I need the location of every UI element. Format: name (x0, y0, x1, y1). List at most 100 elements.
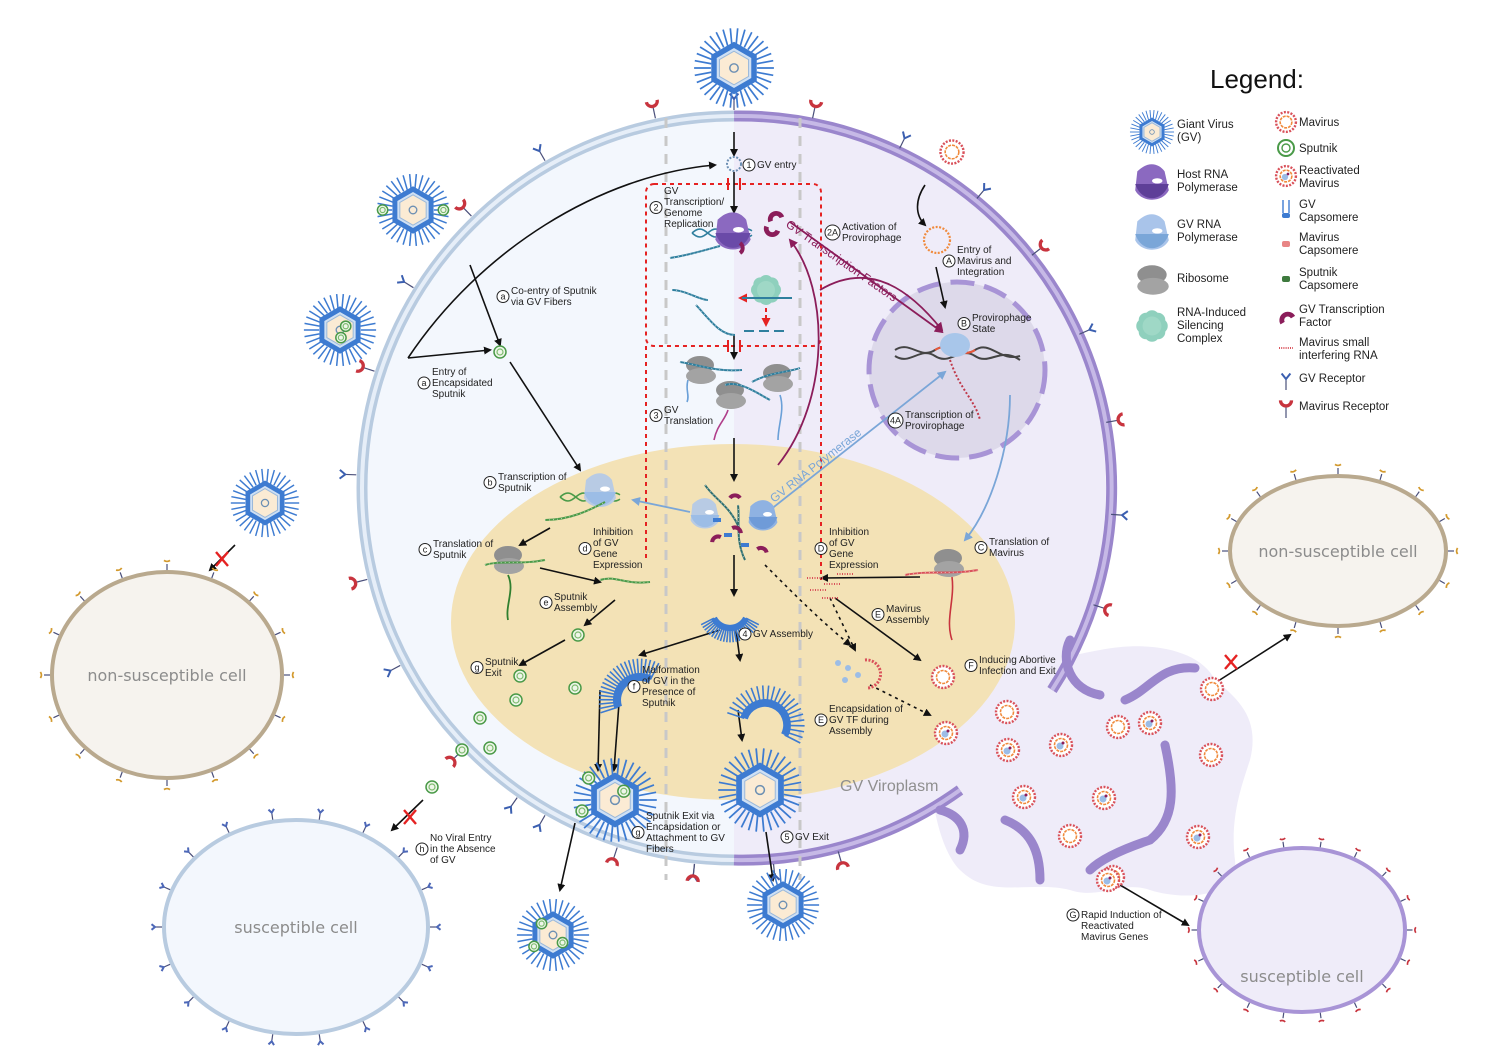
mavirus-receptor-icon (209, 771, 218, 782)
step-text: via GV Fibers (511, 297, 572, 308)
legend-item: Sputnik (1278, 140, 1338, 156)
step-text: in the Absence (430, 844, 496, 855)
step-text: Sputnik (485, 657, 519, 668)
step-text: Inhibition (593, 527, 633, 538)
mavirus-receptor-icon (1218, 548, 1228, 554)
step-text: GV Exit (795, 832, 829, 843)
step-marker-text: 3 (653, 411, 658, 421)
cell-label: non-susceptible cell (87, 666, 246, 685)
step-text: Assembly (829, 726, 872, 737)
sputnik-icon (474, 712, 486, 724)
sputnik-icon (510, 694, 522, 706)
mavirus-icon (1059, 825, 1081, 847)
mavirus-icon (1107, 716, 1129, 738)
gv-receptor-icon (533, 144, 549, 163)
giant-virus-icon (377, 174, 449, 246)
step-text: Co-entry of Sputnik (511, 286, 598, 297)
gv-receptor-icon (384, 662, 403, 678)
legend-item-label: Sputnik (1299, 267, 1338, 279)
step-text: Mavirus Genes (1081, 932, 1148, 943)
mavirus-receptor-icon (1290, 470, 1298, 481)
step-marker-text: a (421, 378, 426, 388)
sputnik-icon (494, 346, 506, 358)
gv-receptor-icon (316, 1034, 323, 1045)
risc-icon (751, 275, 781, 305)
step-text: Infection and Exit (979, 666, 1056, 677)
step-text: GV (664, 186, 679, 197)
legend-item: Giant Virus(GV) (1130, 110, 1234, 154)
ribosome-icon (686, 356, 716, 384)
mavirus-receptor-icon (1281, 400, 1292, 418)
step-text: Mavirus (886, 604, 921, 615)
step-marker-text: G (1069, 910, 1076, 920)
mavirus-receptor-icon (1335, 628, 1341, 638)
legend-item-label: RNA-Induced (1177, 307, 1246, 319)
gv-transcription-factor-icon (1280, 312, 1293, 323)
gv-receptor-icon (316, 809, 323, 820)
legend-item-label: Ribosome (1177, 273, 1229, 285)
gv-receptor-icon (222, 822, 232, 834)
ribosome-icon (1137, 265, 1169, 294)
step-text: Inducing Abortive (979, 655, 1056, 666)
legend-item-label: Polymerase (1177, 182, 1238, 194)
step-marker-text: F (968, 661, 974, 671)
mavirus-receptor-icon (164, 560, 170, 570)
sputnik-icon (536, 918, 546, 928)
legend: Legend:Giant Virus(GV)Host RNAPolymerase… (1130, 64, 1389, 418)
sputnik-icon (618, 785, 630, 797)
step-text: Expression (593, 560, 642, 571)
legend-item-label: Mavirus (1299, 117, 1340, 129)
mavirus-receptor-icon (1407, 927, 1416, 933)
legend-item-label: Capsomere (1299, 280, 1358, 292)
legend-item-label: Silencing (1177, 320, 1224, 332)
mavirus-receptor-icon (349, 574, 369, 589)
mavirus-receptor-icon (646, 100, 660, 120)
legend-item-label: Mavirus Receptor (1299, 401, 1389, 413)
step-text: Transcription of (905, 410, 974, 421)
step-text: Provirophage (842, 233, 902, 244)
sputnik-icon (438, 205, 448, 215)
step-text: Sputnik (642, 698, 676, 709)
step-text: Assembly (886, 615, 929, 626)
reactivated-mavirus-icon (1093, 787, 1115, 809)
step-text: GV entry (757, 160, 796, 171)
gv-receptor-icon (159, 962, 171, 971)
step-marker-text: d (582, 544, 587, 554)
step-text: Entry of (957, 245, 992, 256)
mavirus-receptor-icon (1290, 621, 1298, 632)
step-text: Sputnik (433, 550, 467, 561)
mavirus-receptor-icon (1335, 464, 1341, 474)
legend-item: Ribosome (1137, 265, 1229, 294)
legend-item: Mavirus Receptor (1281, 400, 1390, 418)
step-text: Integration (957, 267, 1004, 278)
step-text: Expression (829, 560, 878, 571)
step-text: Entry of (432, 367, 467, 378)
gv-receptor-icon (360, 822, 370, 834)
step-marker-text: A (946, 256, 952, 266)
step-text: Transcription of (498, 472, 567, 483)
gv-receptor-icon (152, 924, 163, 930)
susceptible-cell-right: susceptible cell (1199, 848, 1405, 1012)
legend-item-label: interfering RNA (1299, 350, 1378, 362)
cell-label: susceptible cell (234, 918, 357, 937)
gv-receptor-icon (268, 1034, 275, 1045)
mavirus-receptor-icon (1318, 1012, 1325, 1021)
sputnik-icon (484, 742, 496, 754)
sputnik-icon (576, 805, 588, 817)
reactivated-mavirus-icon (1097, 869, 1119, 891)
step-text: Genome (664, 208, 703, 219)
legend-item-label: Capsomere (1299, 212, 1358, 224)
sputnik-icon (1278, 140, 1294, 156)
gv-capsomere-icon (1282, 200, 1290, 218)
gv-receptor-icon (430, 924, 441, 930)
step-text: Inhibition (829, 527, 869, 538)
step-text: of GV (430, 855, 456, 866)
